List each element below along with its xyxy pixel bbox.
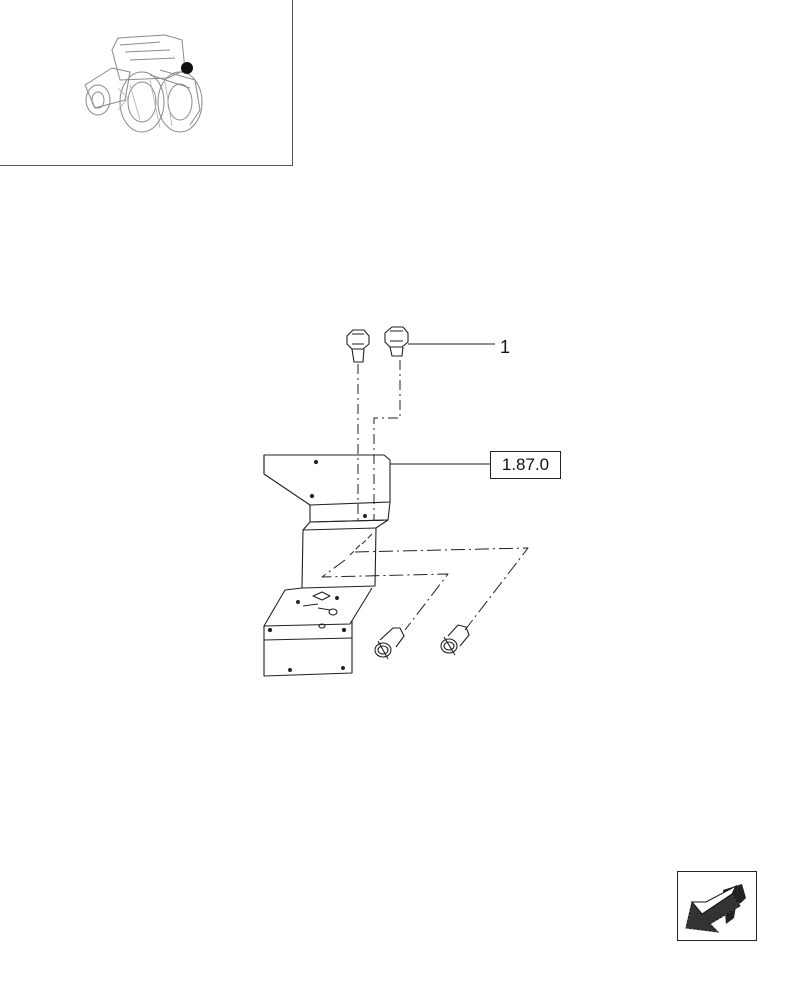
- back-arrow-icon: [685, 884, 746, 933]
- bolt-bottom-right: [440, 624, 470, 656]
- bolt-top-right: [384, 326, 409, 357]
- back-navigation-button[interactable]: [677, 871, 757, 941]
- tractor-thumbnail: [0, 0, 293, 166]
- bolt-top-left: [346, 329, 370, 363]
- tractor-location-icon: [84, 34, 203, 133]
- bracket-plate: [263, 454, 391, 677]
- location-marker-icon: [181, 62, 193, 74]
- callout-part-1: 1: [500, 337, 511, 357]
- bolt-bottom-left: [374, 627, 405, 660]
- reference-link-box[interactable]: 1.87.0: [490, 451, 561, 479]
- reference-label: 1.87.0: [501, 455, 550, 474]
